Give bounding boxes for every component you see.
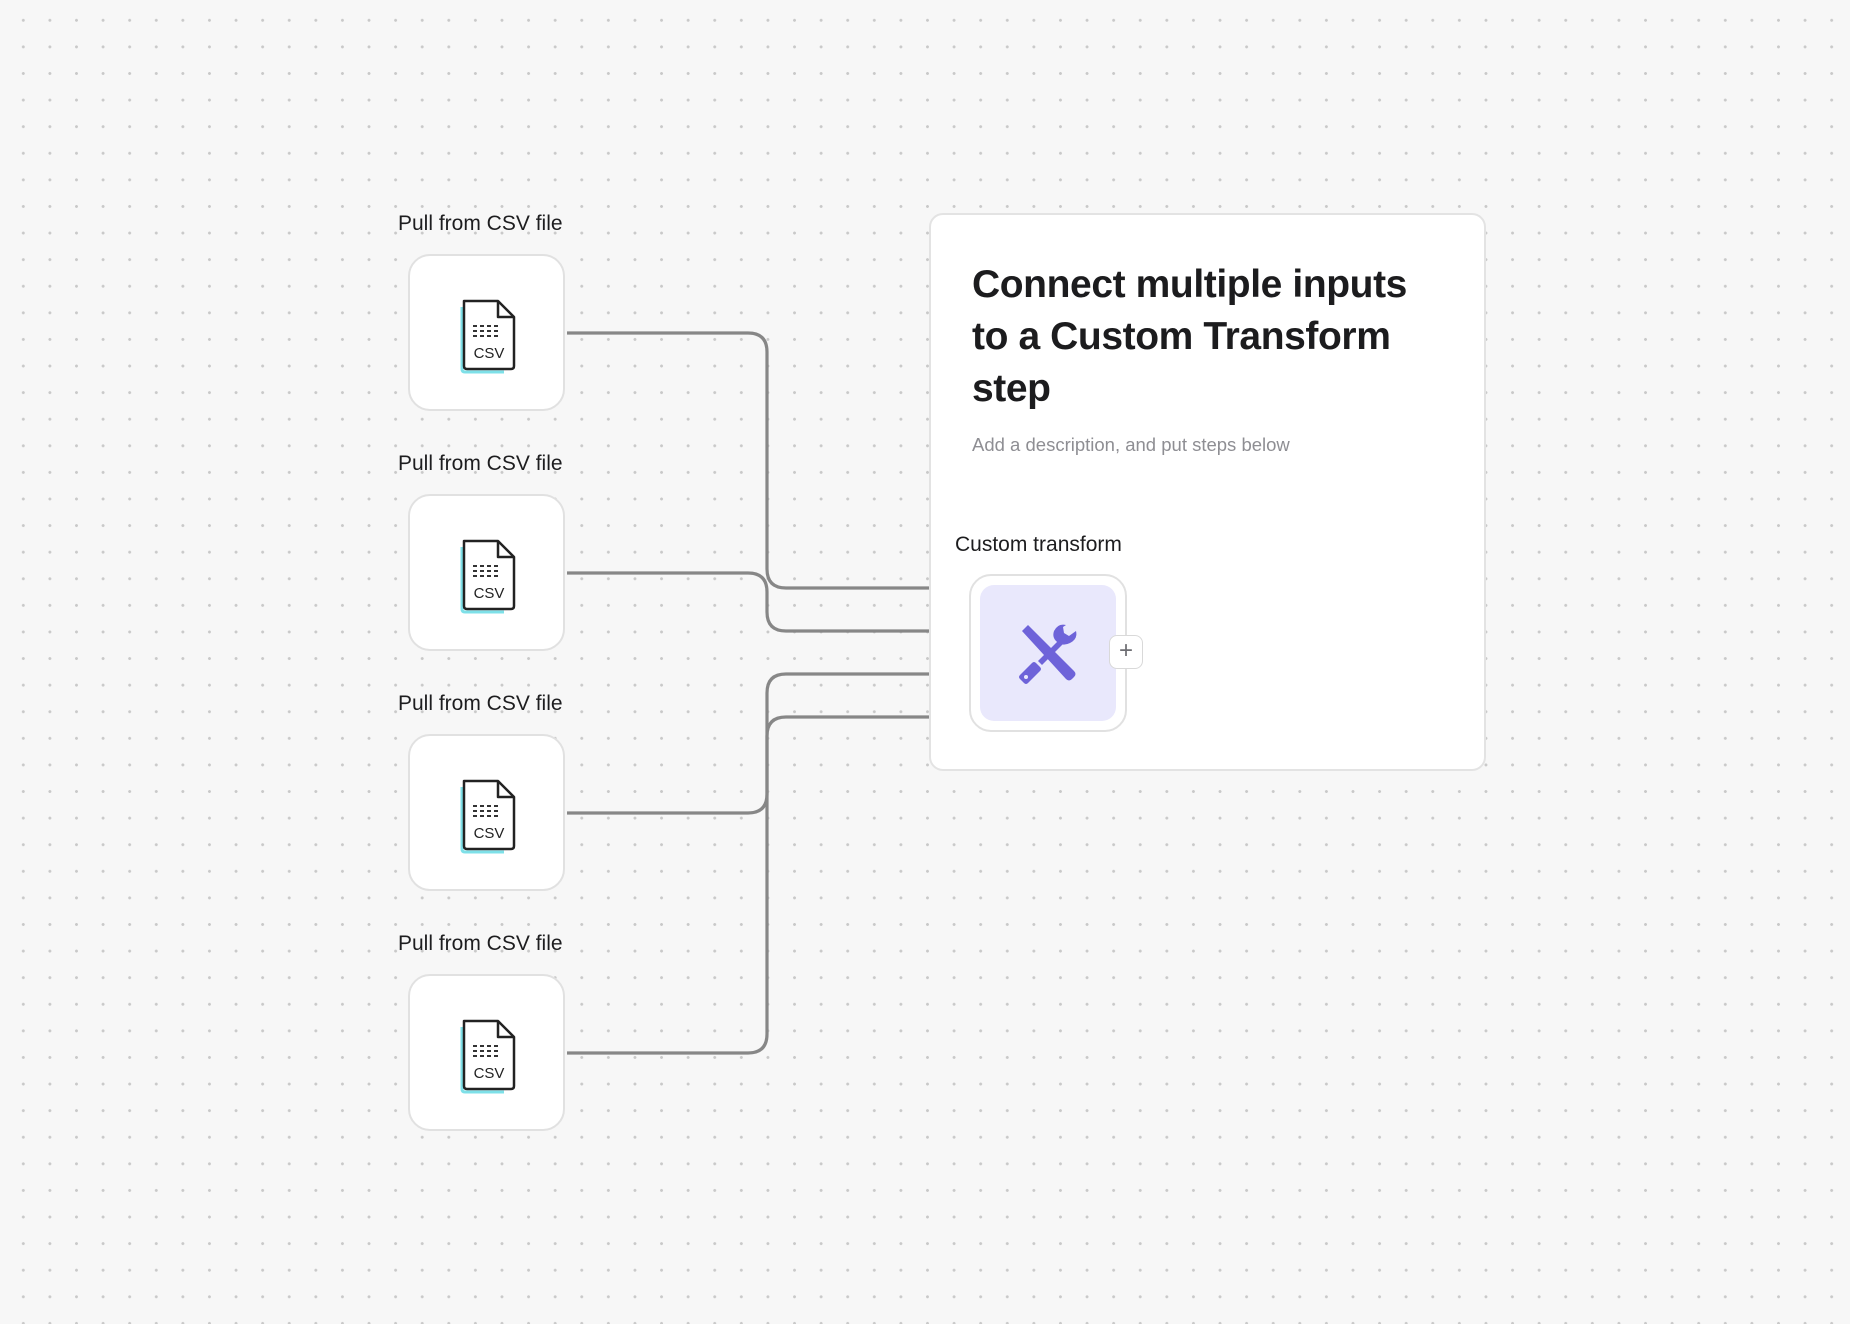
source-label: Pull from CSV file — [398, 932, 563, 955]
csv-icon-text: CSV — [474, 825, 505, 842]
transform-label: Custom transform — [955, 533, 1122, 556]
source-label: Pull from CSV file — [398, 452, 563, 475]
custom-transform-node[interactable] — [969, 574, 1127, 732]
csv-file-icon: CSV — [460, 299, 516, 374]
csv-file-icon: CSV — [460, 779, 516, 854]
wrench-screwdriver-icon — [1019, 624, 1077, 684]
add-step-button[interactable]: + — [1109, 635, 1143, 669]
edge-source-3-to-transform[interactable] — [567, 665, 968, 815]
edge-source-1-to-transform[interactable] — [567, 331, 968, 597]
group-title[interactable]: Connect multiple inputs to a Custom Tran… — [972, 263, 1407, 410]
source-label: Pull from CSV file — [398, 212, 563, 235]
source-label: Pull from CSV file — [398, 692, 563, 715]
csv-icon-text: CSV — [474, 585, 505, 602]
csv-icon-text: CSV — [474, 345, 505, 362]
csv-source-node[interactable]: CSV — [408, 974, 565, 1131]
edge-source-4-to-transform[interactable] — [567, 708, 968, 1055]
csv-source-node[interactable]: CSV — [408, 734, 565, 891]
transform-icon-tile — [980, 585, 1116, 721]
csv-source-node[interactable]: CSV — [408, 254, 565, 411]
csv-file-icon: CSV — [460, 1019, 516, 1094]
csv-file-icon: CSV — [460, 539, 516, 614]
csv-icon-text: CSV — [474, 1065, 505, 1082]
csv-source-node[interactable]: CSV — [408, 494, 565, 651]
group-description[interactable]: Add a description, and put steps below — [972, 434, 1290, 455]
edge-source-2-to-transform[interactable] — [567, 571, 968, 640]
